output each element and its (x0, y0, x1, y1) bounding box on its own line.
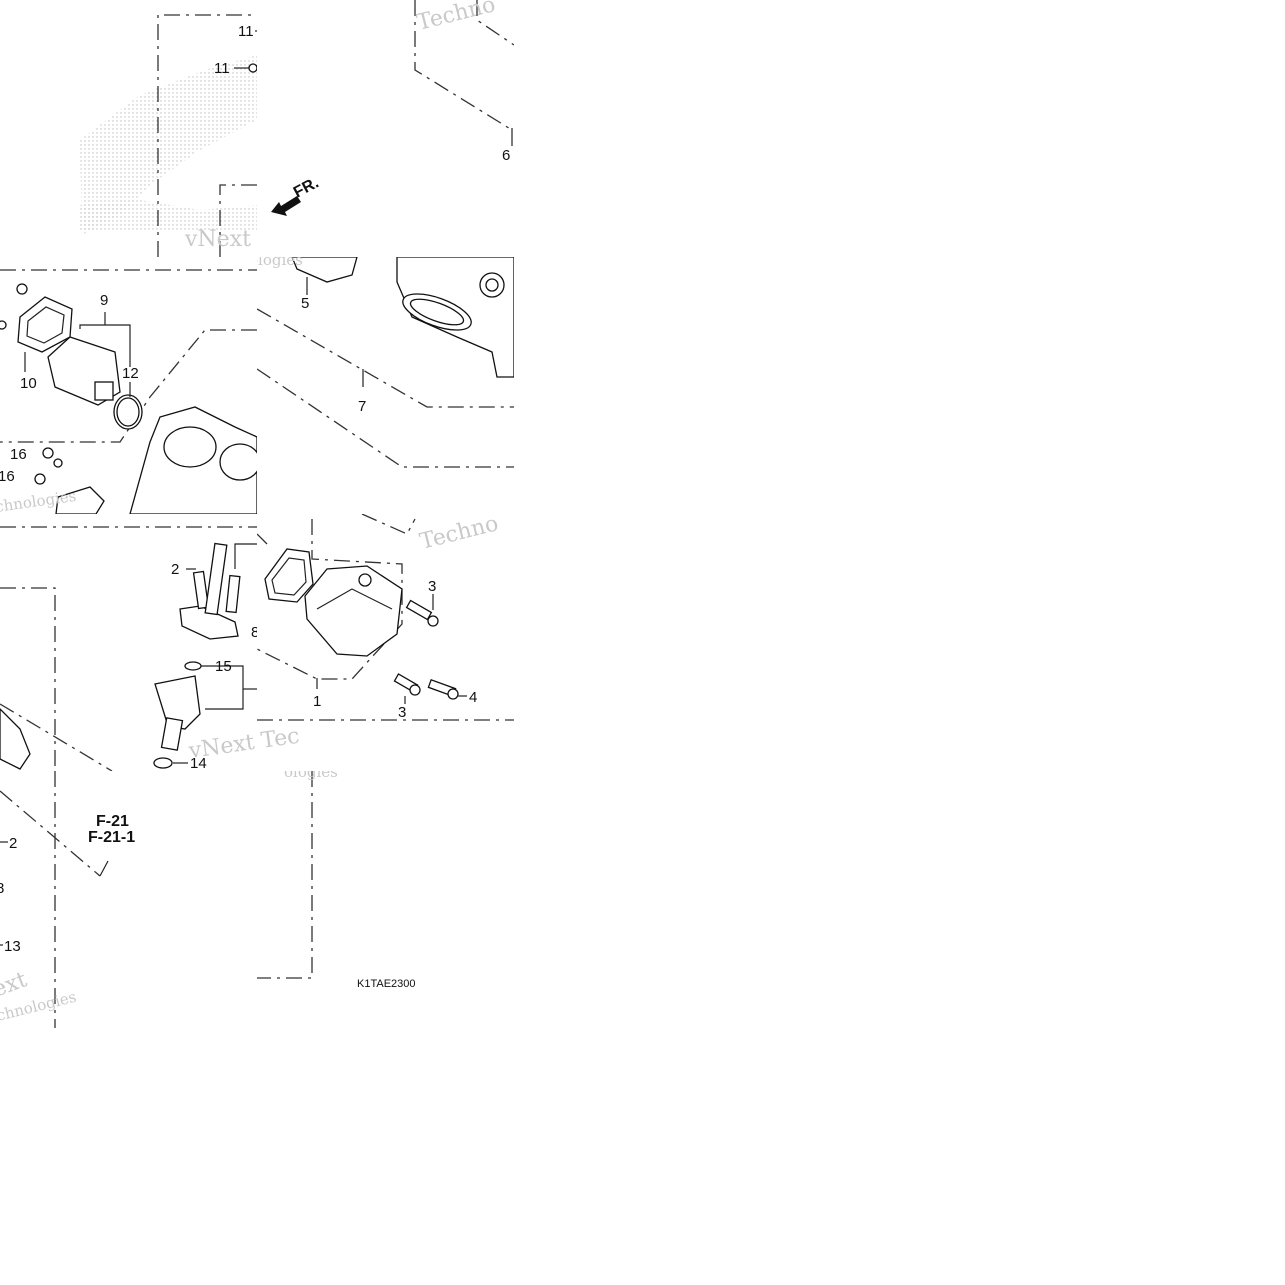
tile-frame-6: 6 FR. Techno (257, 0, 514, 257)
callout-3-lower: 3 (398, 704, 406, 721)
fuel-injector (154, 675, 201, 751)
throttle-body-top (129, 406, 257, 514)
fuel-rail (179, 542, 241, 640)
callout-4: 4 (469, 689, 477, 706)
callout-10: 10 (20, 375, 37, 392)
bolt-4 (427, 678, 459, 700)
callout-11-upper: 11 (238, 23, 254, 40)
seal-ring (184, 661, 202, 671)
callout-2-lower: 2 (9, 835, 17, 852)
callout-16-upper: 16 (10, 446, 27, 463)
tile-logo: 11 11 vNext Tec (0, 0, 257, 257)
callout-5: 5 (301, 295, 309, 312)
brand-logo-watermark (80, 55, 257, 235)
watermark-text: ologies (284, 771, 338, 781)
gasket (264, 548, 314, 603)
callout-11-lower: 11 (214, 60, 230, 77)
throttle-actuator (304, 565, 403, 657)
tile-reference: 2 8 15 (0, 514, 257, 771)
watermark-text: Techno (417, 514, 501, 555)
callout-8: 8 (251, 624, 257, 641)
callout-12: 12 (122, 365, 139, 382)
tile-bottom-middle: K1TAE2300 ologies (257, 771, 514, 1028)
screw-3-upper (405, 599, 439, 627)
callout-2: 2 (171, 561, 179, 578)
callout-6: 6 (502, 147, 510, 164)
reference-f21: F-21 (96, 813, 129, 830)
callout-3-upper: 3 (428, 578, 436, 595)
screw-3-lower (393, 673, 421, 696)
bracket (291, 257, 358, 283)
callout-9: 9 (100, 292, 108, 309)
front-direction-arrow-icon: FR. (271, 174, 322, 216)
tile-actuator: 3 3 4 1 Techno (257, 514, 514, 771)
watermark-text: Techno (414, 0, 498, 36)
callout-7: 7 (358, 398, 366, 415)
injector-body (0, 708, 31, 770)
map-sensor (47, 336, 121, 406)
tile-bottom-left: 2 8 13 F-21 F-21-1 chnologies ext (0, 771, 257, 1028)
tile-throttle-body: 5 7 ologies (257, 257, 514, 514)
callout-16-lower: 16 (0, 468, 15, 485)
callout-15: 15 (215, 658, 232, 675)
callout-8-lower: 8 (0, 880, 4, 897)
callout-13: 13 (4, 938, 21, 955)
tile-sensor: 9 10 12 16 16 chnologies (0, 257, 257, 514)
diagram-code: K1TAE2300 (357, 978, 416, 990)
reference-f21-1: F-21-1 (88, 829, 135, 846)
watermark-text: ext (0, 967, 30, 1002)
watermark-text: vNext Tec (184, 227, 257, 252)
callout-1: 1 (313, 693, 321, 710)
watermark-text: ologies (257, 257, 303, 269)
throttle-body (396, 257, 514, 378)
